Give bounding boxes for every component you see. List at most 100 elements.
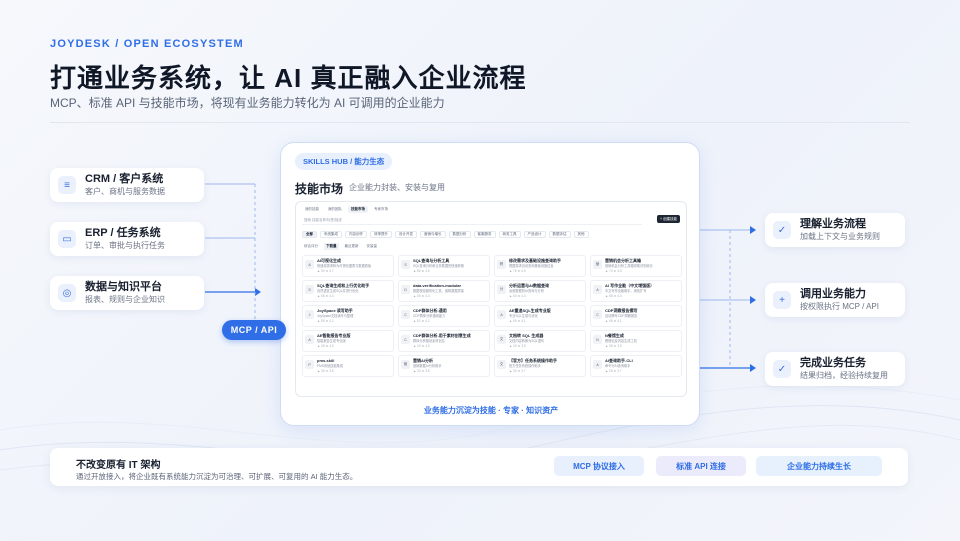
page-title: 打通业务系统，让 AI 真正融入企业流程 <box>50 63 527 93</box>
skill-card[interactable]: 文【官方】任务系统操作助手官方任务系统操作助手▲ 30 ★ 3.7 <box>494 355 586 377</box>
create-skill-button[interactable]: + 创建技能 <box>656 215 680 223</box>
sort-option[interactable]: 安装量 <box>366 244 378 248</box>
skill-card[interactable]: 文文档转 SQL 生成器文档内容转换为SQL语句▲ 40 ★ 3.9 <box>494 330 586 352</box>
skill-meta: ▲ 60 ★ 4.3 <box>509 294 526 298</box>
category-chip[interactable]: 客服服务 <box>473 231 496 238</box>
skill-desc: 根据需求自动查询基础设施信息 <box>509 264 554 268</box>
market-tab[interactable]: 专家市场 <box>374 207 388 211</box>
skill-meta: ▲ 90 ★ 4.7 <box>317 269 334 273</box>
skill-desc: 中文写作全能助手，润色扩写 <box>605 289 647 293</box>
category-chip[interactable]: 营销与增长 <box>420 231 446 238</box>
market-tab[interactable]: 技能市场 <box>348 206 368 213</box>
skill-meta: ▲ 80 ★ 4.6 <box>413 269 430 273</box>
skill-card[interactable]: 营营销机会分析工具箱营销机会分析工具箱帮助识别增长▲ 70 ★ 4.5 <box>590 255 682 277</box>
sort-option[interactable]: 下载量 <box>324 243 339 250</box>
panel-subtitle: 企业能力封装、安装与复用 <box>349 183 445 192</box>
skill-meta: ▲ 30 ★ 3.7 <box>509 369 526 373</box>
left-card-erp: ▭ ERP / 任务系统 订单、审批与执行任务 <box>50 222 204 256</box>
page-subtitle: MCP、标准 API 与技能市场，将现有业务能力转化为 AI 可调用的企业能力 <box>50 96 445 110</box>
sort-option[interactable]: 最近更新 <box>344 244 359 248</box>
category-chip[interactable]: 效率提升 <box>370 231 392 238</box>
skill-desc: 快速将需求转为可视化图表与数据看板 <box>317 264 372 268</box>
right-card-complete: ✓ 完成业务任务 结果归档，经验持续复用 <box>765 352 905 386</box>
left-card-desc: 报表、规则与企业知识 <box>85 295 165 304</box>
header-divider <box>50 122 910 123</box>
category-chip[interactable]: 数据评估 <box>548 231 571 238</box>
skill-card[interactable]: 修修改需求及基础设施查询助手根据需求自动查询基础设施信息▲ 76 ★ 4.5 <box>494 255 586 277</box>
right-card-desc: 结果归档，经验持续复用 <box>800 371 888 380</box>
left-card-title: ERP / 任务系统 <box>85 227 161 239</box>
skill-meta: ▲ 68 ★ 4.4 <box>317 294 334 298</box>
check-icon: ✓ <box>773 221 791 239</box>
skill-avatar: A <box>305 335 314 344</box>
category-chip[interactable]: 其他 <box>573 231 589 238</box>
skill-desc: 数据校验模块化工具，保障数据质量 <box>413 289 464 293</box>
skill-avatar: 文 <box>497 335 506 344</box>
skill-avatar: C <box>401 335 410 344</box>
sort-option[interactable]: 综合评分 <box>304 244 318 248</box>
market-tab[interactable]: 我的技能 <box>305 207 319 211</box>
right-card-desc: 加载上下文与业务规则 <box>800 232 880 241</box>
skill-desc: 命令行AI查询助手 <box>605 364 631 368</box>
skill-desc: 专业SQL生成与优化 <box>509 314 538 318</box>
mcp-api-pill: MCP / API <box>222 320 286 340</box>
skill-avatar: S <box>305 285 314 294</box>
skill-meta: ▲ 33 ★ 3.8 <box>413 369 430 373</box>
left-card-data: ◎ 数据与知识平台 报表、规则与企业知识 <box>50 276 204 310</box>
skill-avatar: 分 <box>497 285 506 294</box>
category-chip[interactable]: 内容创作 <box>345 231 367 238</box>
skill-desc: 群体分析驱动素材创意 <box>413 339 445 343</box>
skill-desc: 自然语言生成SQL并进行优化 <box>317 289 359 293</box>
panel-title: 技能市场 <box>295 182 344 196</box>
skill-desc: 营销数据AI分析助手 <box>413 364 442 368</box>
skill-avatar: J <box>305 310 314 319</box>
skill-meta: ▲ 52 ★ 4.2 <box>413 319 430 323</box>
skill-card[interactable]: 营营销AI分析营销数据AI分析助手▲ 33 ★ 3.8 <box>398 355 490 377</box>
category-chip[interactable]: 全部 <box>302 231 317 238</box>
skill-meta: ▲ 70 ★ 4.5 <box>605 269 622 273</box>
box-icon: ▭ <box>58 230 76 248</box>
category-chip[interactable]: 设计开发 <box>395 231 417 238</box>
database-icon: ◎ <box>58 284 76 302</box>
market-tab[interactable]: 我的团队 <box>328 207 342 211</box>
skill-desc: 文档内容转换为SQL语句 <box>509 339 545 343</box>
mcp-protocol-pill: MCP 协议接入 <box>554 456 644 476</box>
skill-desc: 营销机会分析工具箱帮助识别增长 <box>605 264 653 268</box>
skill-avatar: 营 <box>593 260 602 269</box>
left-card-title: 数据与知识平台 <box>85 281 162 293</box>
list-icon: ≡ <box>58 176 76 194</box>
left-card-crm: ≡ CRM / 客户系统 客户、商机与服务数据 <box>50 168 204 202</box>
skill-desc: JoySpace文档读写与整理 <box>317 314 354 318</box>
skill-avatar: S <box>401 260 410 269</box>
panel-footer: 业务能力沉淀为技能 · 专家 · 知识资产 <box>423 406 559 415</box>
skill-meta: ▲ 50 ★ 4.1 <box>509 319 526 323</box>
skill-avatar: C <box>593 310 602 319</box>
category-chip[interactable]: 数据分析 <box>448 231 471 238</box>
category-chip[interactable]: 系统集成 <box>320 231 342 238</box>
market-search-input[interactable]: 搜索 技能名称/标签/描述 <box>302 216 642 225</box>
skill-avatar: D <box>401 285 410 294</box>
category-chip[interactable]: 商务工具 <box>498 231 521 238</box>
category-chip[interactable]: 产品设计 <box>523 231 546 238</box>
skill-avatar: N <box>593 335 602 344</box>
skill-card[interactable]: 分分析运营与AI数据查询运营数据的AI查询与分析▲ 60 ★ 4.3 <box>494 280 586 302</box>
skills-market-screenshot: 我的技能 我的团队 技能市场 专家市场 搜索 技能名称/标签/描述 + 创建技能 全部… <box>295 201 687 397</box>
market-tabs: 我的技能 我的团队 技能市场 专家市场 <box>302 206 391 213</box>
right-card-invoke: + 调用业务能力 按权限执行 MCP / API <box>765 283 905 317</box>
skill-desc: 自动撰写CDP洞察报告 <box>605 314 638 318</box>
